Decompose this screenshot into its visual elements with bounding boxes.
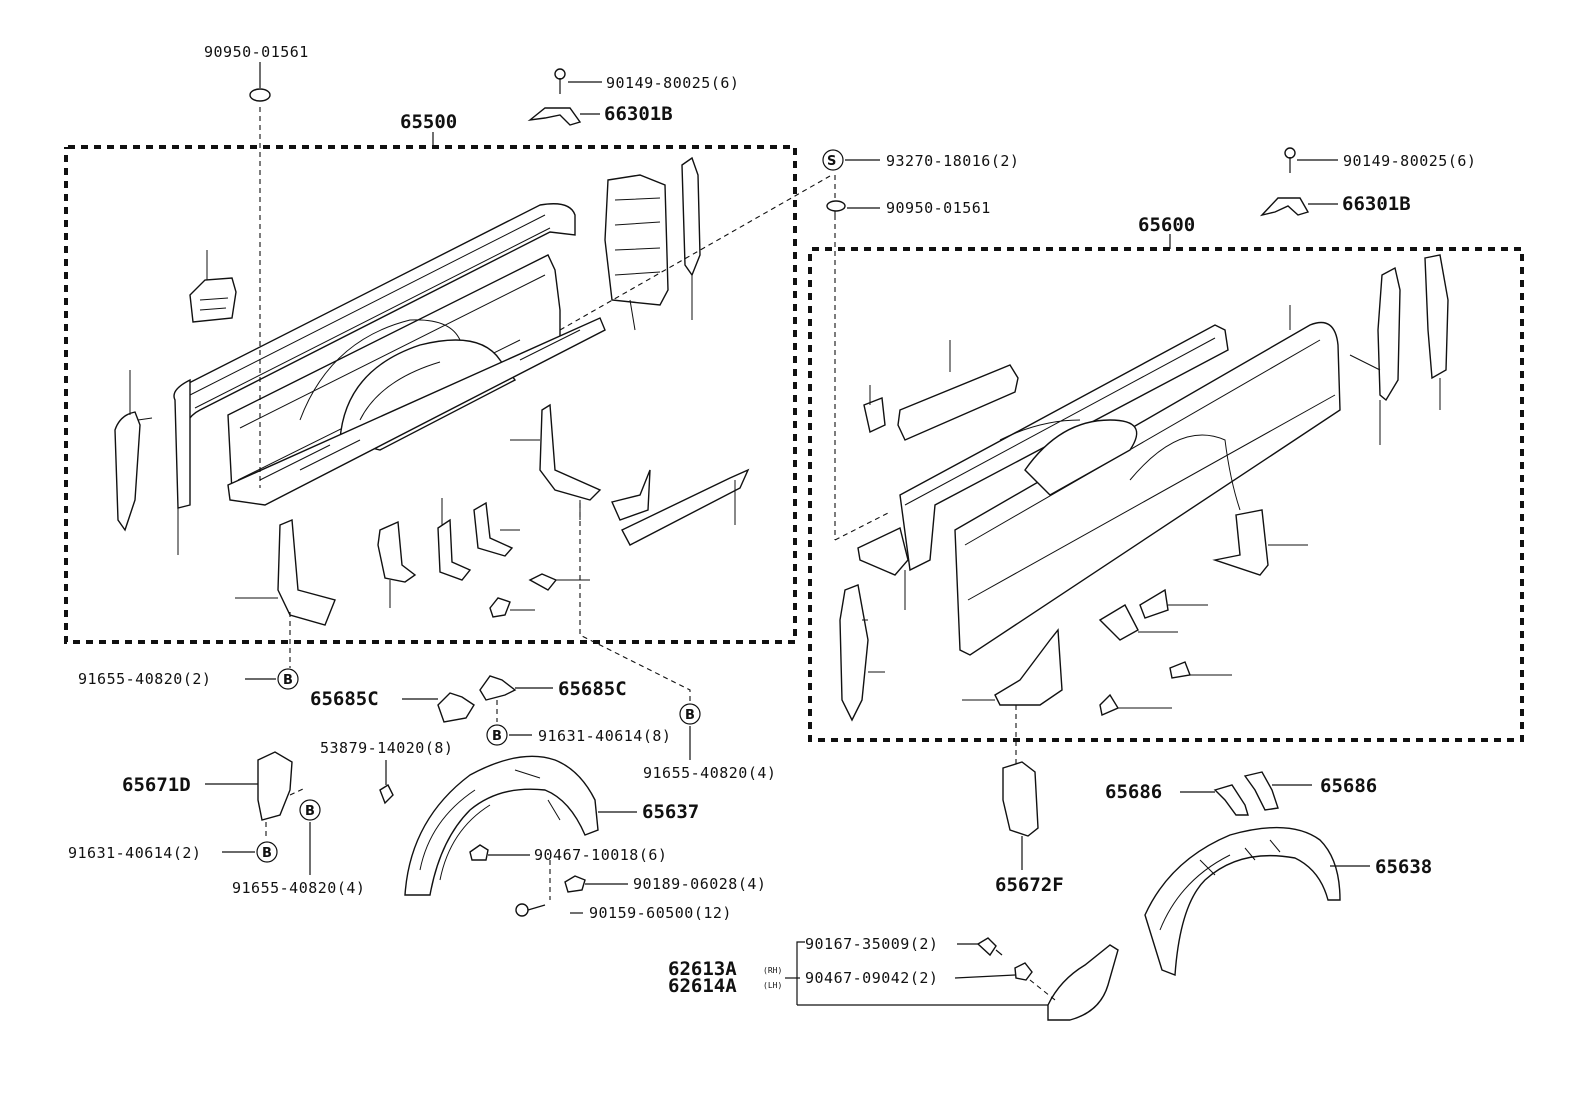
nut-90467-10018	[469, 844, 489, 861]
label-65686-right: 65686	[1320, 775, 1377, 797]
label-65671D: 65671D	[122, 774, 191, 796]
label-65637: 65637	[642, 801, 699, 823]
frame-65600	[808, 247, 1524, 742]
bolt-90167	[976, 937, 1003, 957]
label-rh: (RH)	[763, 966, 782, 975]
screw-right	[1284, 147, 1296, 173]
bracket-65686-left	[1213, 784, 1249, 816]
label-90149-80025-top: 90149-80025(6)	[606, 74, 739, 92]
label-91631-40614-left: 91631-40614(2)	[68, 844, 201, 862]
bed-side-panel-left	[173, 203, 606, 555]
label-90467-09042: 90467-09042(2)	[805, 969, 938, 987]
brackets-right-frame	[839, 254, 1449, 722]
label-91655-40820-mid: 91655-40820(4)	[643, 764, 776, 782]
label-62613A: 62613A	[668, 958, 737, 980]
bracket-65686-right	[1243, 771, 1279, 811]
label-91631-40614-mid: 91631-40614(8)	[538, 727, 671, 745]
symbol-s-text: S	[827, 154, 836, 169]
label-90189-06028: 90189-06028(4)	[633, 875, 766, 893]
label-90149-80025-right: 90149-80025(6)	[1343, 152, 1476, 170]
label-66301B-right: 66301B	[1342, 193, 1411, 215]
label-90467-10018: 90467-10018(6)	[534, 846, 667, 864]
label-93270-18016: 93270-18016(2)	[886, 152, 1019, 170]
fender-liner-65637	[404, 755, 599, 896]
label-91655-40820-bottom: 91655-40820(4)	[232, 879, 365, 897]
symbol-b-5	[299, 799, 321, 821]
fender-liner-65638	[1144, 826, 1341, 976]
clip-top-left	[249, 88, 271, 102]
bracket-66301B-right	[1259, 197, 1310, 217]
label-65685C-right: 65685C	[558, 678, 627, 700]
symbol-b-5-text: B	[305, 804, 315, 819]
clip-90189	[564, 875, 586, 893]
label-65500: 65500	[400, 111, 457, 133]
bracket-65685C-right	[479, 675, 517, 701]
label-90950-01561-right: 90950-01561	[886, 199, 991, 217]
symbol-b-2-text: B	[492, 729, 502, 744]
label-91655-40820-left: 91655-40820(2)	[78, 670, 211, 688]
bracket-65685C-left	[437, 692, 475, 723]
symbol-b-3	[679, 703, 701, 725]
side-brace-left	[114, 370, 153, 532]
bracket-66301B-top	[527, 107, 582, 126]
bracket-65672F	[1002, 761, 1039, 870]
brackets-left-frame	[235, 403, 750, 626]
symbol-b-4	[256, 841, 278, 863]
label-65672F: 65672F	[995, 874, 1064, 896]
clip-right	[826, 200, 846, 212]
label-lh: (LH)	[763, 981, 782, 990]
rear-pillar-left	[604, 156, 701, 331]
symbol-b-1-text: B	[283, 673, 293, 688]
label-62614A: 62614A	[668, 975, 737, 997]
clip-53879	[379, 760, 394, 805]
frame-65500	[64, 145, 797, 644]
label-53879-14020: 53879-14020(8)	[320, 739, 453, 757]
bolt-90159	[515, 903, 546, 917]
label-90159-60500: 90159-60500(12)	[589, 904, 732, 922]
symbol-b-3-text: B	[685, 708, 695, 723]
symbol-b-1	[277, 668, 299, 690]
block-bracket	[189, 250, 237, 323]
label-65638: 65638	[1375, 856, 1432, 878]
screw-top	[554, 68, 566, 94]
symbol-s	[822, 149, 844, 171]
symbol-b-2	[486, 724, 508, 746]
symbol-b-4-text: B	[262, 846, 272, 861]
mudguard-62613A	[1047, 944, 1119, 1021]
bed-side-panel-right	[857, 305, 1341, 656]
label-66301B-top: 66301B	[604, 103, 673, 125]
label-65685C-left: 65685C	[310, 688, 379, 710]
label-90167-35009: 90167-35009(2)	[805, 935, 938, 953]
label-90950-01561-top: 90950-01561	[204, 43, 309, 61]
bracket-65671D	[205, 751, 306, 840]
label-65600: 65600	[1138, 214, 1195, 236]
label-65686-left: 65686	[1105, 781, 1162, 803]
nut-90467-09042	[1014, 962, 1033, 981]
